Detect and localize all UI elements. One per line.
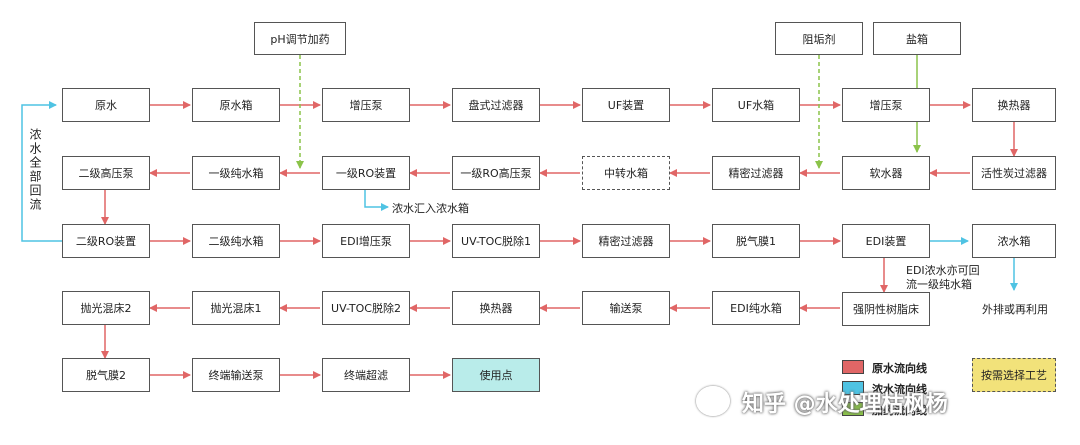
stage1-ro-box: 一级RO装置 (322, 156, 410, 190)
stage2-ro-box: 二级RO装置 (62, 224, 150, 258)
strong-anion-resin-box: 强阴性树脂床 (842, 292, 930, 326)
edi-device-box: EDI装置 (842, 224, 930, 258)
stage2-hp-pump-box: 二级高压泵 (62, 156, 150, 190)
legend-label-dosing: 加药流向线 (872, 404, 927, 417)
concentrate-return-label: 浓水全部回流 (28, 128, 42, 212)
legend-swatch-dosing (842, 402, 864, 416)
precision-filter-1-box: 精密过滤器 (712, 156, 800, 190)
transfer-tank-box: 中转水箱 (582, 156, 670, 190)
booster-pump-2-box: 增压泵 (842, 88, 930, 122)
point-of-use-box: 使用点 (452, 358, 540, 392)
concentrate-tank-box: 浓水箱 (972, 224, 1056, 258)
precision-filter-2-box: 精密过滤器 (582, 224, 670, 258)
activated-carbon-box: 活性炭过滤器 (972, 156, 1056, 190)
degas-membrane-2-box: 脱气膜2 (62, 358, 150, 392)
stage1-ro-hp-pump-box: 一级RO高压泵 (452, 156, 540, 190)
legend-swatch-main (842, 360, 864, 374)
disc-filter-box: 盘式过滤器 (452, 88, 540, 122)
terminal-uf-box: 终端超滤 (322, 358, 410, 392)
salt-tank-box: 盐箱 (873, 22, 961, 55)
raw-water-box: 原水 (62, 88, 150, 122)
uv-toc-1-box: UV-TOC脱除1 (452, 224, 540, 258)
polish-bed-2-box: 抛光混床2 (62, 291, 150, 325)
stage2-pure-tank-box: 二级纯水箱 (192, 224, 280, 258)
stage1-pure-tank-box: 一级纯水箱 (192, 156, 280, 190)
softener-box: 软水器 (842, 156, 930, 190)
optional-process-legend: 按需选择工艺 (972, 358, 1056, 392)
degas-membrane-1-box: 脱气膜1 (712, 224, 800, 258)
discharge-reuse-label: 外排或再利用 (982, 303, 1048, 316)
terminal-pump-box: 终端输送泵 (192, 358, 280, 392)
edi-return-label-2: 流一级纯水箱 (906, 278, 972, 291)
uv-toc-2-box: UV-TOC脱除2 (322, 291, 410, 325)
heat-exchanger-2-box: 换热器 (452, 291, 540, 325)
uf-tank-box: UF水箱 (712, 88, 800, 122)
legend-label-main: 原水流向线 (872, 362, 927, 375)
legend-swatch-concentrate (842, 381, 864, 395)
ph-dosing-box: pH调节加药 (254, 22, 346, 55)
booster-pump-1-box: 增压泵 (322, 88, 410, 122)
raw-tank-box: 原水箱 (192, 88, 280, 122)
uf-device-box: UF装置 (582, 88, 670, 122)
polish-bed-1-box: 抛光混床1 (192, 291, 280, 325)
concentrate-to-tank-label: 浓水汇入浓水箱 (392, 202, 469, 215)
antiscalant-box: 阻垢剂 (775, 22, 863, 55)
edi-return-label-1: EDI浓水亦可回 (906, 264, 980, 277)
edi-pure-tank-box: EDI纯水箱 (712, 291, 800, 325)
zhihu-logo-icon (696, 386, 730, 416)
heat-exchanger-1-box: 换热器 (972, 88, 1056, 122)
legend-label-concentrate: 浓水流向线 (872, 383, 927, 396)
edi-booster-box: EDI增压泵 (322, 224, 410, 258)
watermark-text: 知乎 @水处理枯枫杨 (742, 392, 948, 417)
feed-pump-box: 输送泵 (582, 291, 670, 325)
